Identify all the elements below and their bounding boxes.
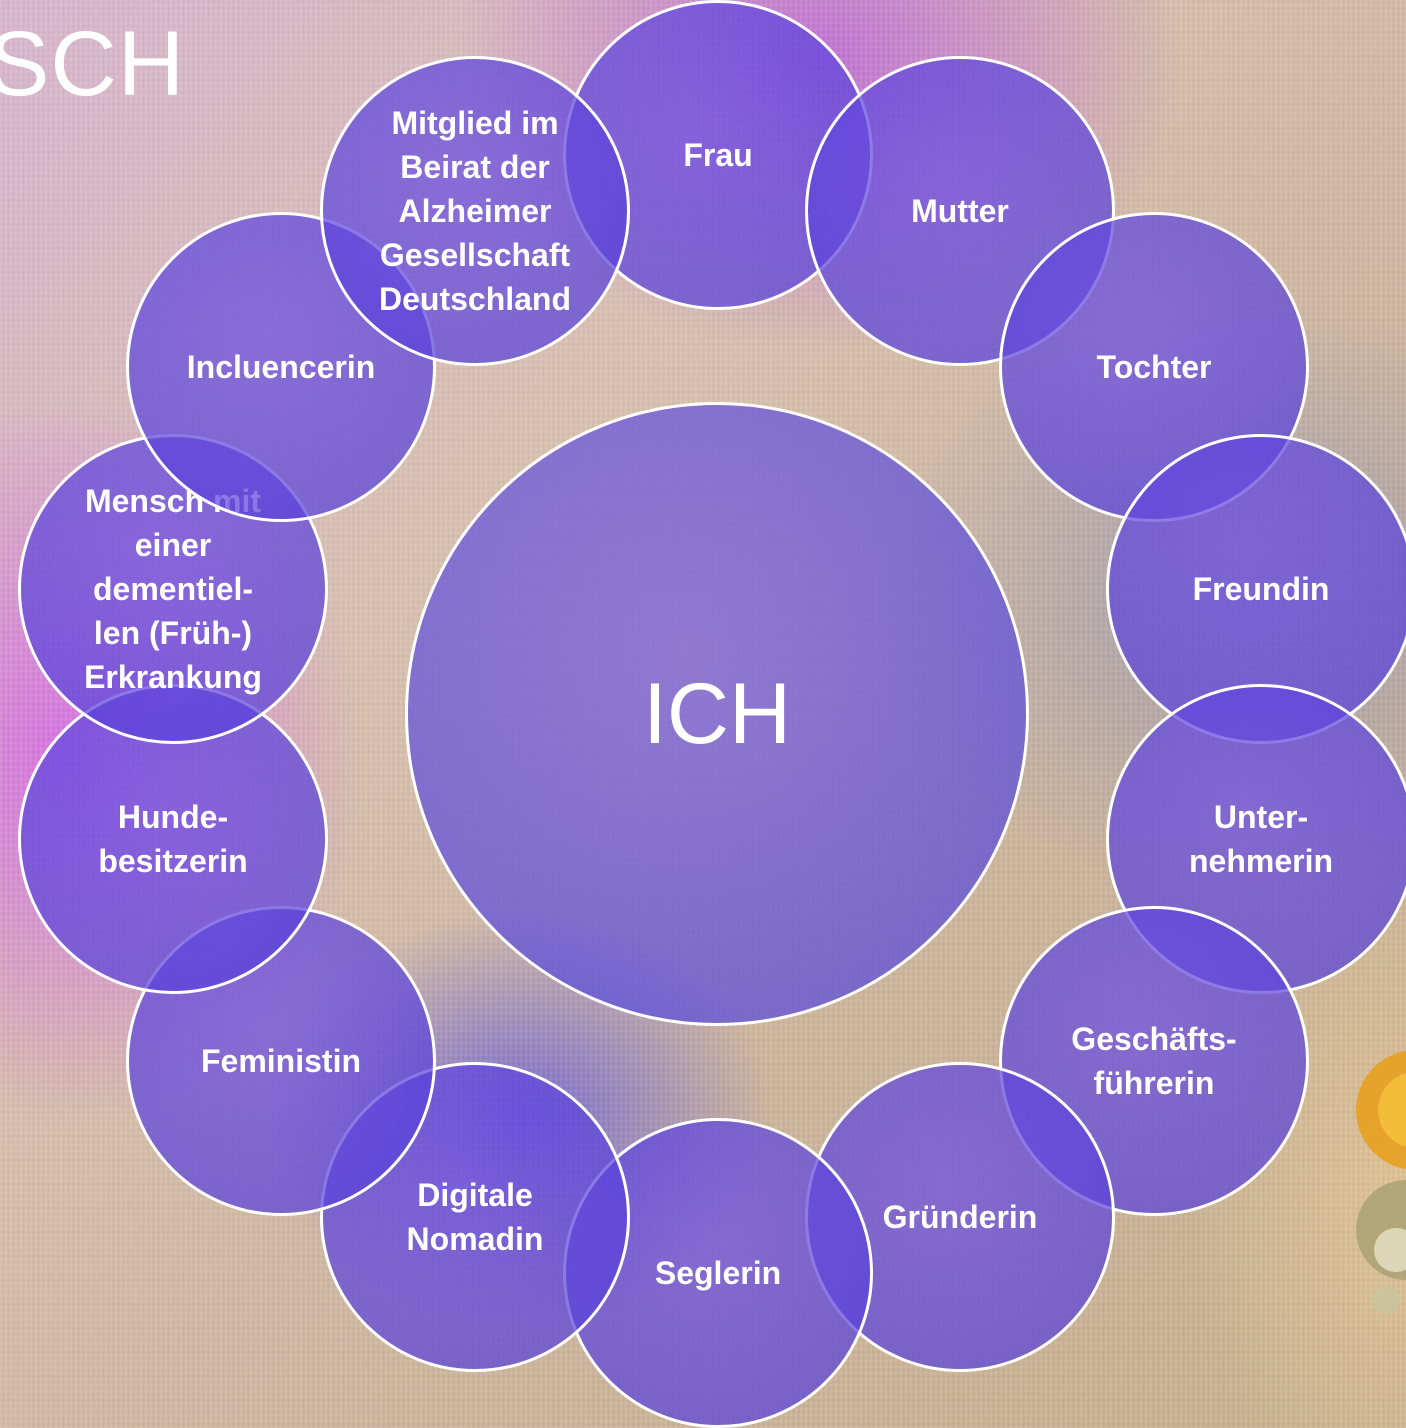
role-label: Seglerin	[654, 1255, 782, 1291]
role-label: Mitglied im Beirat der Alzheimer Gesells…	[378, 105, 572, 317]
role-label: Tochter	[1096, 349, 1212, 385]
role-label: Gründerin	[882, 1199, 1038, 1235]
slide-title: SCH	[0, 13, 186, 115]
role-label: Freundin	[1192, 571, 1330, 607]
role-circle-hundebesitzerin: Hunde- besitzerin	[18, 684, 328, 994]
role-label: Mensch mit einer dementiel- len (Früh-) …	[84, 483, 262, 695]
role-label: Feministin	[200, 1043, 361, 1079]
role-label: Hunde- besitzerin	[98, 799, 248, 879]
role-label: Mutter	[911, 193, 1009, 229]
center-label: ICH	[642, 665, 792, 762]
role-label: Frau	[683, 137, 753, 173]
role-label: Digitale Nomadin	[406, 1177, 544, 1257]
role-circle-alzheimer-beirat: Mitglied im Beirat der Alzheimer Gesells…	[320, 56, 630, 366]
role-label: Unter- nehmerin	[1188, 799, 1334, 879]
role-circle-tochter: Tochter	[999, 212, 1309, 522]
sunflower-decoration	[1356, 1050, 1406, 1314]
role-label: Geschäfts- führerin	[1071, 1021, 1237, 1101]
role-label: Incluencerin	[186, 349, 376, 385]
center-circle: ICH	[405, 402, 1029, 1026]
